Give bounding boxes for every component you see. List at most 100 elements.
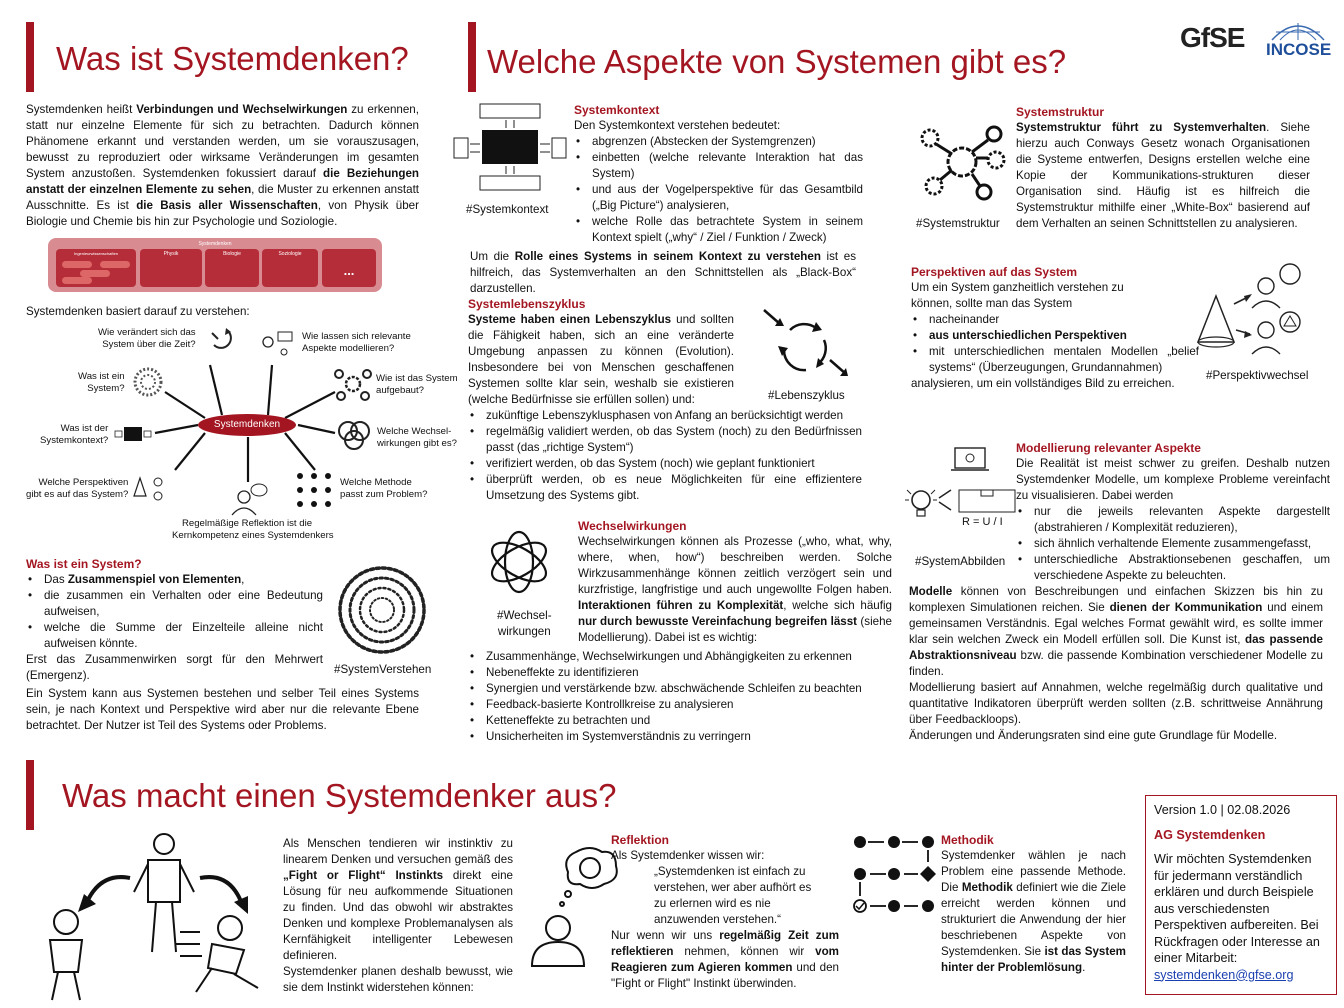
mindmap-spokes <box>154 364 336 482</box>
modellierung-heading: Modellierung relevanter Aspekte <box>1016 441 1201 455</box>
reflection-person-icon <box>530 847 618 967</box>
perspektiven-outro: analysieren, um ein vollständiges Bild z… <box>911 377 1175 390</box>
discipline-soziologie: Soziologie <box>262 249 318 287</box>
modellierung-list: nur die jeweils relevanten Aspekte darge… <box>1016 504 1330 584</box>
list-item: nacheinander <box>911 312 1199 328</box>
reflektion-text-2: Nur wenn wir uns regelmäßig Zeit zum ref… <box>611 929 839 990</box>
section-title-systemdenken: Was ist Systemdenken? <box>56 40 409 77</box>
lifecycle-icon <box>763 309 848 376</box>
q-aufbau: Wie ist das System aufgebaut? <box>376 373 458 396</box>
discipline-more: ... <box>322 249 376 287</box>
list-item: und aus der Vogelperspektive für das Ges… <box>574 182 863 214</box>
list-item: nur die jeweils relevanten Aspekte darge… <box>1016 504 1330 536</box>
disciplines-header: Systemdenken <box>198 241 232 247</box>
perspective-icon <box>133 476 163 501</box>
mindmap-hub: Systemdenken <box>198 414 296 436</box>
list-item: welche die Summe der Einzelteile alleine… <box>26 620 323 652</box>
list-item: Unsicherheiten im Systemverständnis zu v… <box>468 729 888 745</box>
tag-systemkontext: #Systemkontext <box>466 203 549 216</box>
planen-text: Systemdenker planen deshalb bewusst, wie… <box>283 965 513 994</box>
section-bar <box>468 22 476 92</box>
system-ebenen-text: Ein System kann aus Systemen bestehen un… <box>26 687 419 732</box>
discipline-engineering: Ingenieurwissenschaften <box>56 249 136 287</box>
discipline-label: Ingenieurwissenschaften <box>73 251 119 256</box>
was-ist-system-heading: Was ist ein System? <box>26 557 142 571</box>
methodik-flow-icon <box>853 836 936 913</box>
ag-name: AG Systemdenken <box>1154 827 1266 842</box>
q-wechsel: Welche Wechsel- wirkungen gibt es? <box>377 426 457 449</box>
tag-systemverstehen: #SystemVerstehen <box>334 663 432 676</box>
list-item: mit unterschiedlichen mentalen Modellen … <box>911 344 1199 376</box>
swarm-vortex-image <box>338 566 426 654</box>
list-item: zukünftige Lebenszyklusphasen von Anfang… <box>468 408 862 424</box>
info-box: Version 1.0 | 02.08.2026 AG Systemdenken… <box>1145 795 1337 995</box>
systemstruktur-text: Systemstruktur führt zu Systemverhalten.… <box>1016 121 1310 230</box>
reflektion-heading: Reflektion <box>611 833 670 847</box>
methodik-heading: Methodik <box>941 833 994 847</box>
systemkontext-diagram <box>453 103 567 191</box>
reflektion-text: Als Systemdenker wissen wir: <box>611 849 765 862</box>
q-reflex: Regelmäßige Reflektion ist die Kernkompe… <box>172 518 334 541</box>
tag-systemabbilden: #SystemAbbilden <box>915 555 1006 568</box>
tag-wechselwirkungen: #Wechsel- wirkungen <box>497 609 552 638</box>
perspective-cone-icon <box>1196 263 1301 355</box>
basiert-text: Systemdenken basiert darauf zu verstehen… <box>26 305 250 318</box>
list-item: die zusammen ein Verhalten oder eine Bed… <box>26 588 323 620</box>
sub-discipline <box>62 261 92 268</box>
q-system: Was ist ein System? <box>78 371 125 394</box>
list-item: Synergien und verstärkende bzw. abschwäc… <box>468 681 888 697</box>
discipline-biologie: Biologie <box>205 249 259 287</box>
section-bar <box>26 22 34 92</box>
gfse-logo-text: GfSE <box>1180 22 1245 53</box>
tag-perspektivwechsel: #Perspektivwechsel <box>1206 369 1309 382</box>
modellierung-text: Die Realität ist meist schwer zu greifen… <box>1016 457 1330 502</box>
perspektiven-heading: Perspektiven auf das System <box>911 265 1078 279</box>
sub-discipline <box>100 261 130 268</box>
systemstruktur-heading: Systemstruktur <box>1016 105 1105 119</box>
section-bar <box>26 760 34 830</box>
list-item: verifiziert werden, ob das System (noch)… <box>468 456 862 472</box>
wechselwirkungen-heading: Wechselwirkungen <box>578 519 687 533</box>
modellierung-annahmen-text: Modellierung basiert auf Annahmen, welch… <box>909 681 1323 726</box>
systemkontext-intro: Den Systemkontext verstehen bedeutet: <box>574 119 781 132</box>
blackbox-icon <box>114 427 152 441</box>
lebenszyklus-text: Systeme haben einen Lebenszyklus und sol… <box>468 313 734 406</box>
methodik-text: Systemdenker wählen je nach Problem eine… <box>941 849 1126 974</box>
list-item: abgrenzen (Abstecken der Systemgrenzen) <box>574 134 863 150</box>
list-item: sich ähnlich verhaltende Elemente zusamm… <box>1016 536 1330 552</box>
tag-systemstruktur: #Systemstruktur <box>916 217 1000 230</box>
emergenz-text: Erst das Zusammenwirken sorgt für den Me… <box>26 653 323 682</box>
q-zeit: Wie verändert sich das System über die Z… <box>98 327 196 350</box>
systemkontext-list: abgrenzen (Abstecken der Systemgrenzen)e… <box>574 134 863 246</box>
modellierung-icon <box>905 447 1016 517</box>
systemkontext-outro: Um die Rolle eines Systems in seinem Kon… <box>470 250 856 295</box>
list-item: überprüft werden, ob es neue Möglichkeit… <box>468 472 862 504</box>
reflektion-quote: „Systemdenken ist einfach zu verstehen, … <box>654 865 812 926</box>
tag-lebenszyklus: #Lebenszyklus <box>768 389 845 402</box>
instinkt-text: Als Menschen tendieren wir instinktiv zu… <box>283 837 513 962</box>
intro-text: Systemdenken heißt Verbindungen und Wech… <box>26 103 420 228</box>
section-title-systemdenker: Was macht einen Systemdenker aus? <box>62 777 617 814</box>
wechselwirkungen-text: Wechselwirkungen können als Prozesse („w… <box>578 535 892 644</box>
sub-discipline <box>80 270 110 277</box>
lebenszyklus-heading: Systemlebenszyklus <box>468 297 586 311</box>
swarm-icon <box>133 367 163 397</box>
q-methode: Welche Methode passt zum Problem? <box>340 477 428 500</box>
gfse-logo: GfSE <box>1180 22 1245 54</box>
discipline-label: Soziologie <box>278 251 302 257</box>
discipline-label: ... <box>343 263 355 278</box>
info-text: Wir möchten Systemdenken für jedermann v… <box>1154 852 1320 965</box>
section-title-aspekte: Welche Aspekte von Systemen gibt es? <box>487 43 1067 80</box>
systemstruktur-icon <box>920 125 1006 201</box>
disciplines-graphic: Systemdenken Ingenieurwissenschaften Phy… <box>48 238 382 292</box>
formula-text: R = U / I <box>962 516 1003 528</box>
email-link[interactable]: systemdenken@gfse.org <box>1154 967 1294 982</box>
discipline-label: Physik <box>163 251 179 257</box>
perspektiven-list: nacheinanderaus unterschiedlichen Perspe… <box>911 312 1199 376</box>
perspektiven-text: Um ein System ganzheitlich verstehen zu … <box>911 281 1124 310</box>
cycle-icon <box>211 328 232 349</box>
list-item: Das Zusammenspiel von Elementen, <box>26 572 323 588</box>
discipline-physik: Physik <box>140 249 202 287</box>
aenderungen-text: Änderungen und Änderungsraten sind eine … <box>909 729 1278 742</box>
list-item: Nebeneffekte zu identifizieren <box>468 665 888 681</box>
